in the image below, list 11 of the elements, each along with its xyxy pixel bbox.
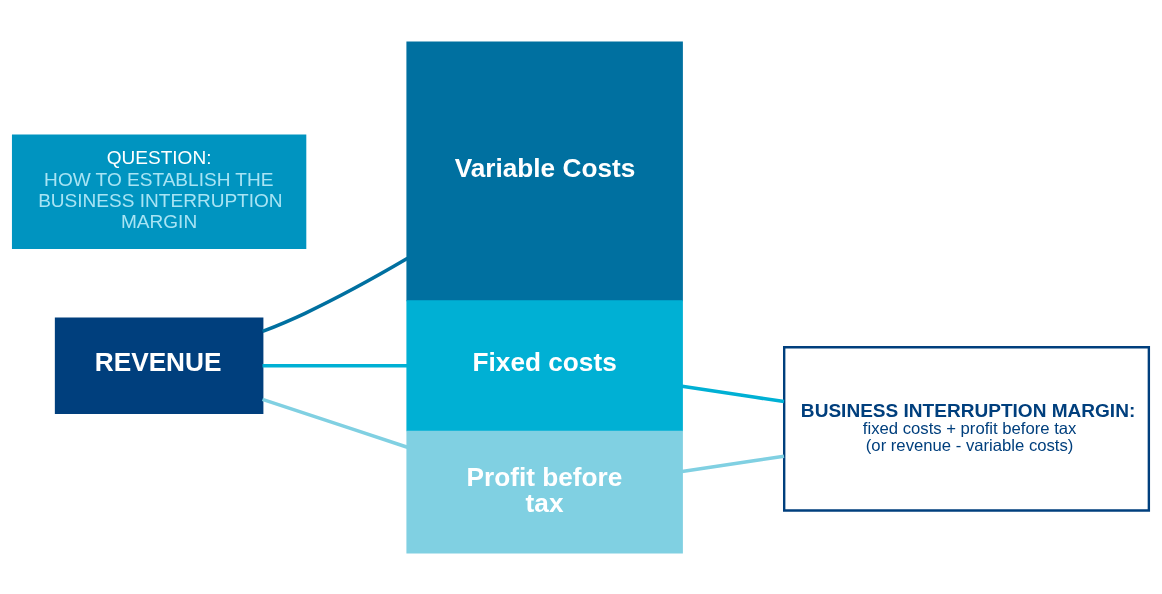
connector <box>262 363 408 368</box>
node-box: Variable Costs <box>406 41 683 301</box>
node-box: REVENUE <box>54 316 264 414</box>
connector <box>261 397 408 449</box>
connector <box>681 383 785 403</box>
connector <box>681 453 785 473</box>
node-box: BUSINESS INTERRUPTION MARGIN: fixed costs + profit before tax (or revenue - variable costs) <box>783 345 1151 512</box>
connector <box>261 256 409 333</box>
node-box: Profit before tax <box>406 430 683 553</box>
node-box: Fixed costs <box>406 299 683 431</box>
node-box: QUESTION: HOW TO ESTABLISH THE BUSINESS INTERRUPTION MARGIN <box>11 134 307 249</box>
